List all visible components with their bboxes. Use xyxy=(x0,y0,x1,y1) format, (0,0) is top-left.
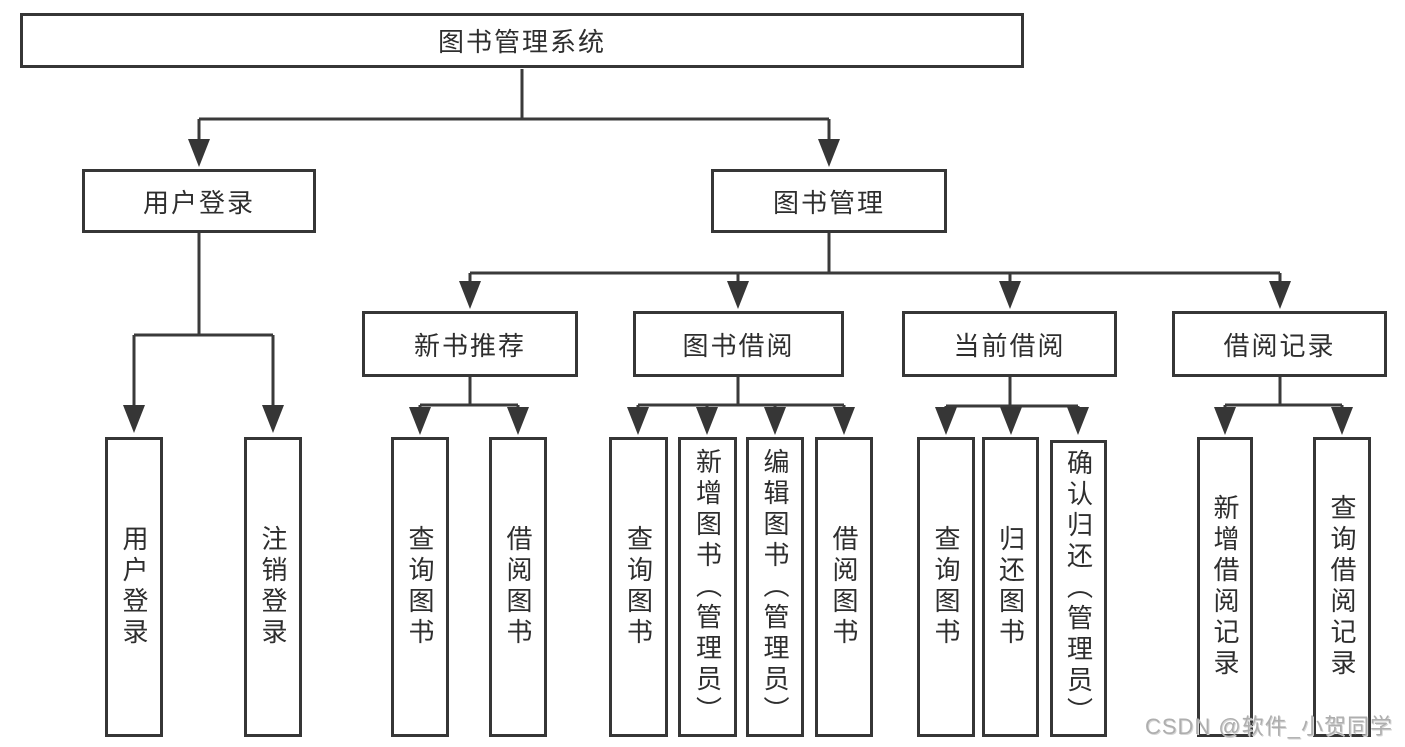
connector-borrow-record xyxy=(1223,376,1344,416)
node-library-management-system: 图书管理系统 xyxy=(20,13,1024,68)
leaf-br-query-record: 查询借阅记录 xyxy=(1313,437,1371,737)
node-new-book-recommend: 新书推荐 xyxy=(362,311,578,377)
node-borrow-record: 借阅记录 xyxy=(1172,311,1387,377)
leaf-cb-confirm-return-admin: 确认归还（管理员） xyxy=(1050,440,1107,737)
leaf-cb-query-book: 查询图书 xyxy=(917,437,975,737)
node-current-borrow: 当前借阅 xyxy=(902,311,1117,377)
node-book-borrow: 图书借阅 xyxy=(633,311,844,377)
connector-book-mgmt xyxy=(468,232,1282,290)
leaf-rec-borrow-book: 借阅图书 xyxy=(489,437,547,737)
connector-book-borrow xyxy=(636,376,846,416)
connector-user-login xyxy=(132,232,275,412)
leaf-logout: 注销登录 xyxy=(244,437,302,737)
leaf-bb-borrow-book: 借阅图书 xyxy=(815,437,873,737)
leaf-cb-return-book: 归还图书 xyxy=(982,437,1039,737)
arrowheads xyxy=(123,139,1353,435)
connector-root xyxy=(197,69,831,148)
leaf-rec-query-book: 查询图书 xyxy=(391,437,449,737)
leaf-bb-edit-book-admin: 编辑图书（管理员） xyxy=(746,437,804,737)
node-book-management: 图书管理 xyxy=(711,169,947,233)
leaf-bb-query-book: 查询图书 xyxy=(609,437,668,737)
connector-new-book-rec xyxy=(418,376,520,416)
leaf-bb-add-book-admin: 新增图书（管理员） xyxy=(678,437,737,737)
node-user-login: 用户登录 xyxy=(82,169,316,233)
leaf-user-login: 用户登录 xyxy=(105,437,163,737)
leaf-br-add-record: 新增借阅记录 xyxy=(1197,437,1253,737)
csdn-watermark: CSDN @软件_小贺同学 xyxy=(1144,714,1393,739)
